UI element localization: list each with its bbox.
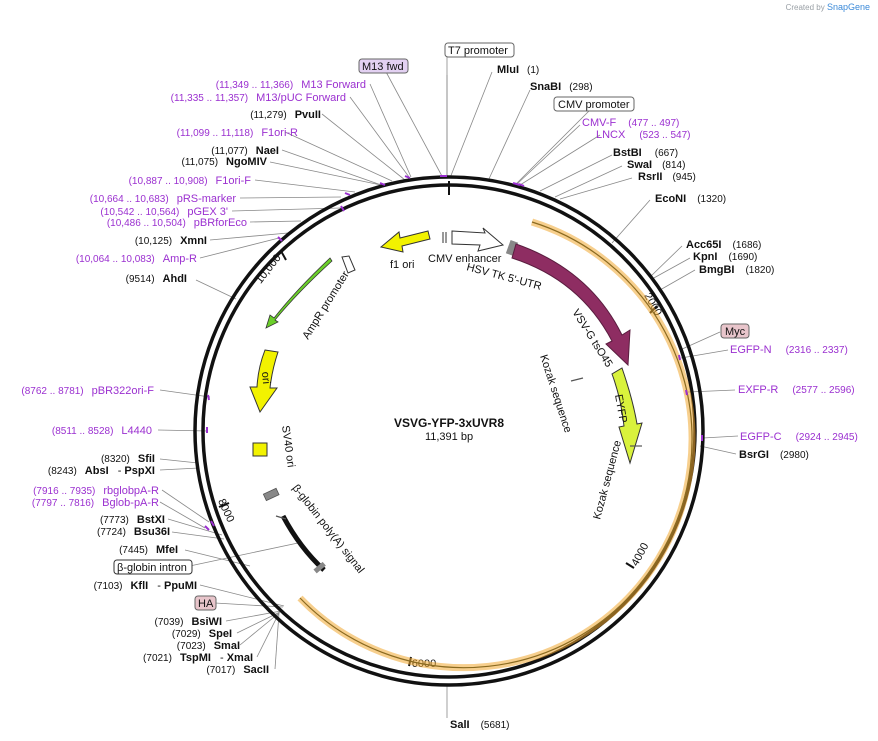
site-bsu36i: (7724)Bsu36I <box>97 526 170 538</box>
site-smai: (7023)SmaI <box>177 640 240 652</box>
primer-exfp-r: EXFP-R(2577 .. 2596) <box>738 384 855 396</box>
myc-label: Myc <box>725 326 746 338</box>
t7-promoter-label: T7 promoter <box>448 45 508 57</box>
orf-arc-line <box>299 221 693 669</box>
primer-cmv-f: CMV-F(477 .. 497) <box>582 117 679 129</box>
site-mfei: (7445)MfeI <box>119 544 178 556</box>
primer-lncx: LNCX(523 .. 547) <box>596 129 691 141</box>
site-labels-left: (7017)SacII (7021)TspMI - XmaI (7023)Sma… <box>48 109 321 676</box>
bglobin-intron-box <box>262 487 280 502</box>
myc-box <box>720 323 750 339</box>
cmv-enhancer-label: CMV enhancer <box>428 253 502 265</box>
primer-m13-forward: (11,349 .. 11,366)M13 Forward <box>216 79 366 91</box>
snapgene-branding: Created by SnapGene <box>785 2 870 12</box>
kozak1-label: Kozak sequence <box>537 353 574 434</box>
primer-bglob-pa-r: (7797 .. 7816)Bglob-pA-R <box>32 497 159 509</box>
primer-amp-r: (10,064 .. 10,083)Amp-R <box>76 253 197 265</box>
primer-labels-right: CMV-F(477 .. 497) LNCX(523 .. 547) EGFP-… <box>582 117 858 443</box>
primer-rbglobpa-r: (7916 .. 7935)rbglobpA-R <box>33 485 159 497</box>
bglobin-polya-label: β-globin poly(A) signal <box>290 482 367 575</box>
site-ngomiv: (11,075)NgoMIV <box>182 156 268 168</box>
site-ahdi: (9514)AhdI <box>126 273 187 285</box>
ori-arrow <box>249 349 279 414</box>
site-bstxi: (7773)BstXI <box>100 514 165 526</box>
site-sacii: (7017)SacII <box>206 664 269 676</box>
site-econi: EcoNI(1320) <box>655 193 726 205</box>
feature-labels: CMV enhancer f1 ori HSV TK 5'-UTR VSV-G … <box>259 253 629 576</box>
primer-pbr322ori-f: (8762 .. 8781)pBR322ori-F <box>21 385 154 397</box>
ori-label: ori <box>259 371 272 384</box>
cmv-enhancer-arrow <box>451 227 505 252</box>
primer-prs-marker: (10,664 .. 10,683)pRS-marker <box>90 193 237 205</box>
site-naei: (11,077)NaeI <box>211 145 279 157</box>
primer-l4440: (8511 .. 8528)L4440 <box>52 425 152 437</box>
cmv-promoter-label: CMV promoter <box>558 99 630 111</box>
ha-box <box>194 595 217 611</box>
eyfp-arrow <box>611 367 643 465</box>
site-sali: SalI(5681) <box>450 719 509 731</box>
ampr-arrow <box>265 257 333 329</box>
f1-ori-arrow <box>379 230 431 253</box>
site-xmni: (10,125)XmnI <box>135 235 207 247</box>
site-kfli: (7103)KflI - PpuMI <box>94 580 197 592</box>
beta-globin-intron-label: β-globin intron <box>117 562 187 574</box>
cmv-promoter-box <box>553 96 635 112</box>
primer-labels-left: (11,349 .. 11,366)M13 Forward (11,335 ..… <box>21 79 366 509</box>
tick-4000: 4000 <box>629 541 651 568</box>
site-swai: SwaI(814) <box>627 159 685 171</box>
m13-fwd-box <box>358 58 409 74</box>
site-spei: (7029)SpeI <box>172 628 232 640</box>
site-bstbi: BstBI(667) <box>613 147 678 159</box>
ampr-promoter-arrow <box>341 255 356 274</box>
site-kpni: KpnI(1690) <box>693 251 757 263</box>
polya-marker <box>313 561 326 574</box>
hsv-tk-utr-label: HSV TK 5'-UTR <box>465 261 543 293</box>
site-rsrii: RsrII(945) <box>638 171 696 183</box>
snapgene-logo: SnapGene <box>826 2 870 12</box>
beta-globin-intron-box <box>113 559 193 575</box>
inner-markers <box>275 232 642 520</box>
primer-egfp-n: EGFP-N(2316 .. 2337) <box>730 344 848 356</box>
ha-label: HA <box>198 598 214 610</box>
eyfp-label: EYFP <box>612 393 629 423</box>
primer-pbrforeco: (10,486 .. 10,504)pBRforEco <box>107 217 247 229</box>
primer-m13-puc-forward: (11,335 .. 11,357)M13/pUC Forward <box>171 92 346 104</box>
site-bsrgi: BsrGI(2980) <box>739 449 809 461</box>
primer-f1ori-r: (11,099 .. 11,118)F1ori-R <box>177 127 298 139</box>
primer-f1ori-f: (10,887 .. 10,908)F1ori-F <box>129 175 252 187</box>
site-bsiwi: (7039)BsiWI <box>155 616 222 628</box>
plasmid-name: VSVG-YFP-3xUVR8 <box>394 416 504 430</box>
site-bmgbi: BmgBI(1820) <box>699 264 774 276</box>
site-sfii: (8320)SfiI <box>101 453 155 465</box>
site-pvuii: (11,279)PvuII <box>250 109 321 121</box>
hsv-tk-utr-box <box>505 240 519 256</box>
site-tspmi: (7021)TspMI - XmaI <box>143 652 253 664</box>
backbone-outer <box>193 175 705 687</box>
plasmid-size: 11,391 bp <box>425 431 473 443</box>
sv40-ori-label: SV40 ori <box>279 425 297 468</box>
tick-10000: 10,000 <box>254 252 284 286</box>
primer-pgex3: (10,542 .. 10,564)pGEX 3' <box>100 206 228 218</box>
t7-promoter-box <box>444 42 515 58</box>
leader-lines <box>157 55 739 718</box>
primer-egfp-c: EGFP-C(2924 .. 2945) <box>740 431 858 443</box>
site-mlui: MluI(1) <box>497 64 539 76</box>
primer-marks <box>204 175 703 531</box>
f1-ori-label: f1 ori <box>390 259 414 271</box>
site-acc65i: Acc65I(1686) <box>686 239 761 251</box>
kozak2-label: Kozak sequence <box>591 439 624 521</box>
sv40-ori-box <box>252 442 268 457</box>
site-absi: (8243)AbsI - PspXI <box>48 465 155 477</box>
vsvg-arrow <box>511 243 631 367</box>
boxed-labels: T7 promoter M13 fwd CMV promoter Myc HA … <box>113 42 750 611</box>
m13-fwd-label: M13 fwd <box>362 61 404 73</box>
site-labels-right: MluI(1) SnaBI(298) BstBI(667) SwaI(814) … <box>450 64 809 731</box>
site-snabi: SnaBI(298) <box>530 81 593 93</box>
